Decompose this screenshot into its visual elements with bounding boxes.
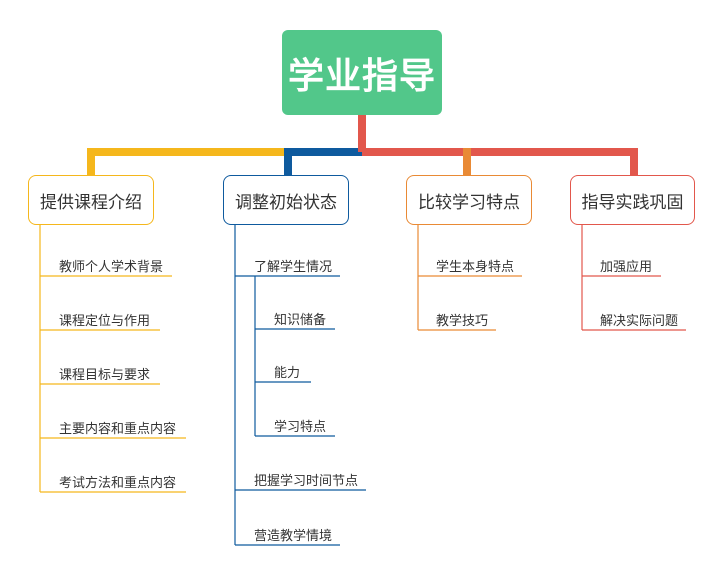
leaf-node[interactable]: 能力 <box>274 366 301 381</box>
branch-node-practice[interactable]: 指导实践巩固 <box>570 175 695 225</box>
leaf-node[interactable]: 学生本身特点 <box>436 260 515 275</box>
leaf-node[interactable]: 加强应用 <box>600 260 653 275</box>
branch-node-initial-state[interactable]: 调整初始状态 <box>223 175 349 225</box>
root-node[interactable]: 学业指导 <box>282 30 442 115</box>
leaf-node[interactable]: 把握学习时间节点 <box>254 474 359 489</box>
leaf-node[interactable]: 课程定位与作用 <box>59 314 151 329</box>
branch-node-course-intro[interactable]: 提供课程介绍 <box>28 175 154 225</box>
leaf-node[interactable]: 教学技巧 <box>436 314 489 329</box>
branch-node-learning-traits[interactable]: 比较学习特点 <box>406 175 532 225</box>
leaf-node[interactable]: 解决实际问题 <box>600 314 679 329</box>
leaf-node[interactable]: 教师个人学术背景 <box>59 260 164 275</box>
leaf-node[interactable]: 课程目标与要求 <box>59 368 151 383</box>
leaf-node[interactable]: 考试方法和重点内容 <box>59 476 177 491</box>
leaf-node[interactable]: 学习特点 <box>274 420 327 435</box>
leaf-node[interactable]: 主要内容和重点内容 <box>59 422 177 437</box>
leaf-node[interactable]: 知识储备 <box>274 313 327 328</box>
leaf-node[interactable]: 了解学生情况 <box>254 260 333 275</box>
leaf-node[interactable]: 营造教学情境 <box>254 529 333 544</box>
